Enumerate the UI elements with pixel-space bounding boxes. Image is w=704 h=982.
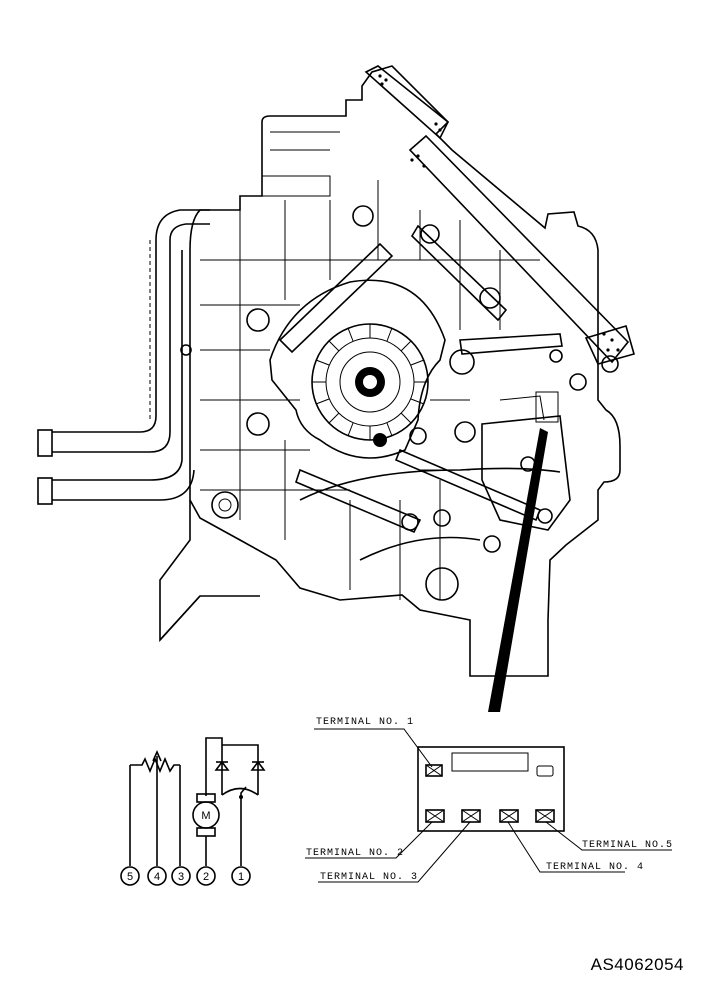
pin-3: 3 — [178, 871, 184, 883]
terminal-2-label: TERMINAL NO. 2 — [306, 848, 404, 859]
door-linkage — [278, 65, 635, 561]
motor-label: M — [201, 810, 210, 822]
pin-2: 2 — [203, 871, 209, 883]
pin-4: 4 — [154, 871, 160, 883]
terminal-3-label: TERMINAL NO. 3 — [320, 872, 418, 883]
figure-code: AS4062054 — [590, 955, 684, 974]
housing-grid-ribs — [200, 180, 540, 600]
terminal-2-cavity — [425, 809, 445, 823]
wiring-schematic: M 5 4 3 2 1 — [120, 737, 266, 886]
connector-lock-tab — [451, 752, 529, 772]
pin-5: 5 — [127, 871, 133, 883]
pin-1: 1 — [238, 871, 244, 883]
connector-detail: TERMINAL NO. 1 TERMINAL NO. 2 TERMINAL N… — [305, 717, 673, 883]
motor-symbol: M — [192, 737, 223, 866]
blower-fan — [269, 279, 446, 459]
terminal-cavities — [425, 764, 555, 823]
terminal-1-cavity — [425, 764, 443, 777]
terminal-leader-lines — [305, 728, 672, 883]
heater-core-pipes — [37, 209, 210, 505]
connector-body — [417, 746, 565, 832]
terminal-4-label: TERMINAL NO. 4 — [546, 862, 644, 873]
mounting-bosses — [180, 205, 619, 601]
terminal-5-label: TERMINAL NO.5 — [582, 840, 673, 851]
terminal-1-label: TERMINAL NO. 1 — [316, 717, 414, 728]
schematic-pins: 5 4 3 2 1 — [120, 866, 251, 886]
terminal-5-cavity — [535, 809, 555, 823]
terminal-4-cavity — [499, 809, 519, 823]
limit-switch-diodes — [214, 744, 266, 866]
potentiometer-symbol — [129, 750, 181, 866]
heater-unit-housing — [37, 65, 635, 712]
terminal-3-cavity — [461, 809, 481, 823]
mode-actuator — [481, 391, 571, 531]
connector-callout-pointer — [488, 428, 548, 712]
connector-key-slot — [536, 765, 554, 777]
